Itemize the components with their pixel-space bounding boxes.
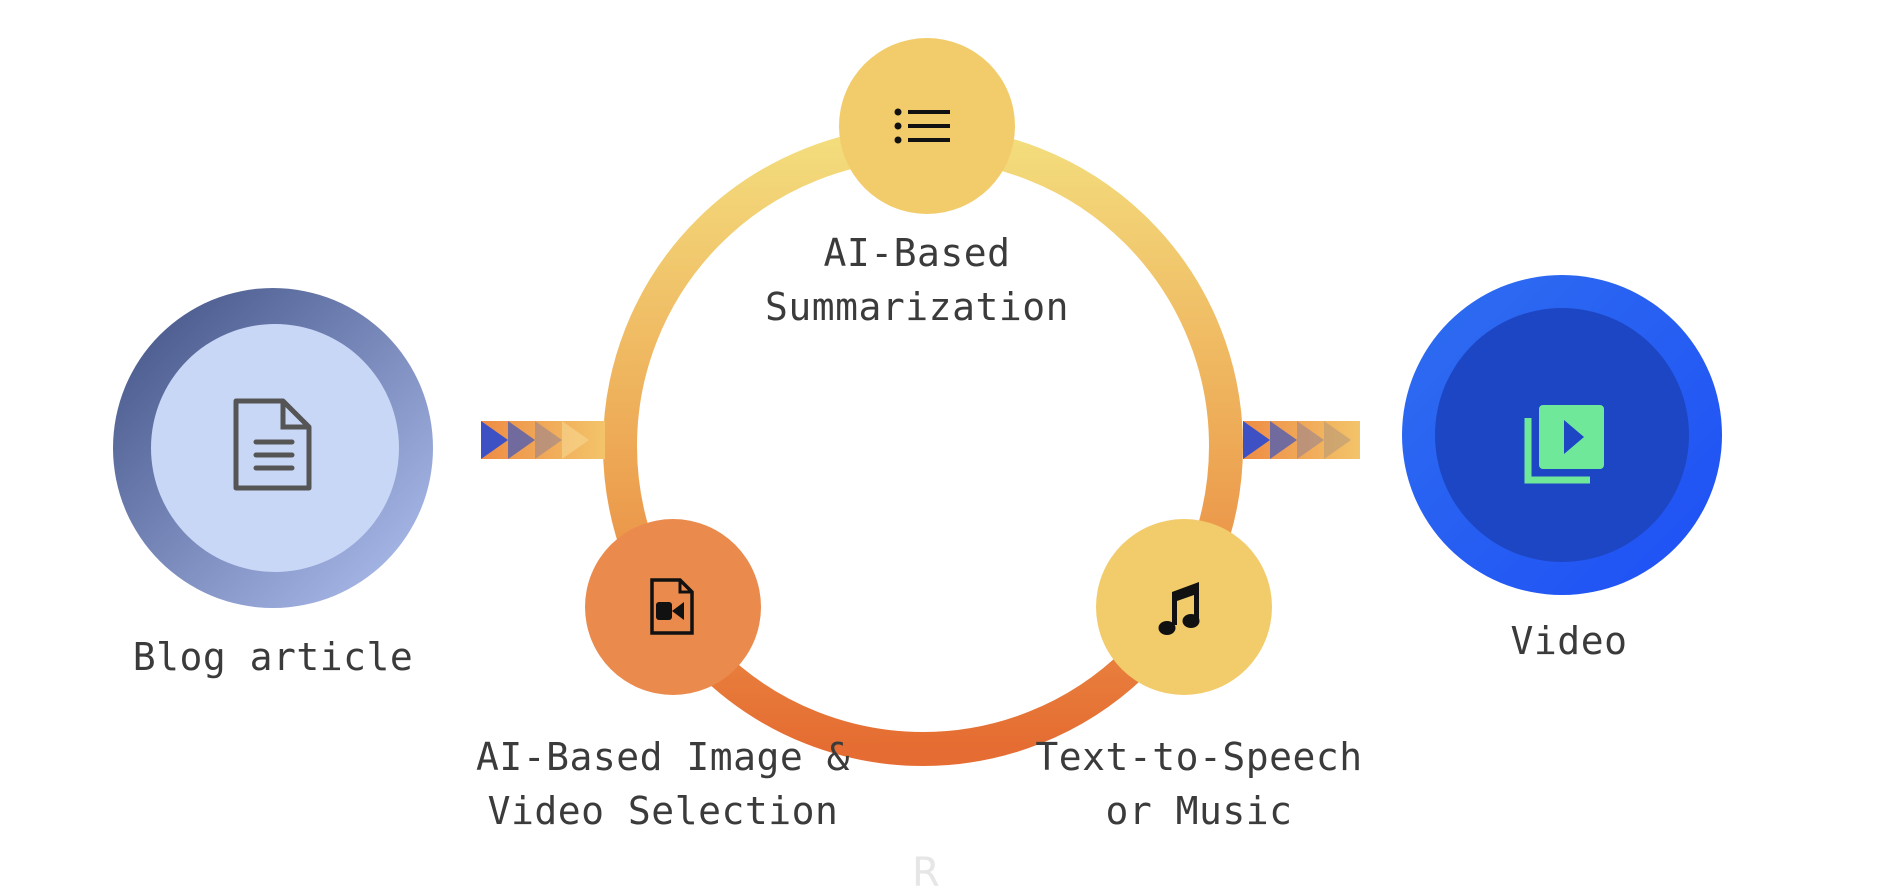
music-note-icon xyxy=(1158,582,1200,635)
speech-node xyxy=(1096,519,1272,695)
blog-article-label: Blog article xyxy=(132,635,414,679)
video-label: Video xyxy=(1510,619,1628,663)
arrow-ring-to-output xyxy=(1243,421,1360,459)
video-file-icon xyxy=(650,578,694,635)
media-selection-label-line2: Video Selection xyxy=(487,789,839,833)
arrow-input-to-ring xyxy=(481,421,605,459)
video-output-node xyxy=(1402,275,1722,595)
media-selection-node xyxy=(585,519,761,695)
summarization-node xyxy=(839,38,1015,214)
video-library-icon xyxy=(1524,405,1604,484)
media-selection-label: AI-Based Image & Video Selection xyxy=(476,730,850,838)
list-icon xyxy=(894,108,950,144)
speech-label: Text-to-Speech or Music xyxy=(1035,730,1362,838)
blog-article-node xyxy=(113,288,433,608)
speech-label-line2: or Music xyxy=(1105,789,1293,833)
speech-label-line1: Text-to-Speech xyxy=(1035,735,1363,779)
summarization-label-line1: AI-Based xyxy=(823,231,1011,275)
summarization-label: AI-Based Summarization xyxy=(765,226,1069,334)
watermark-logo: R xyxy=(912,850,940,896)
media-selection-label-line1: AI-Based Image & xyxy=(475,735,851,779)
document-icon xyxy=(233,398,312,491)
summarization-label-line2: Summarization xyxy=(765,285,1069,329)
